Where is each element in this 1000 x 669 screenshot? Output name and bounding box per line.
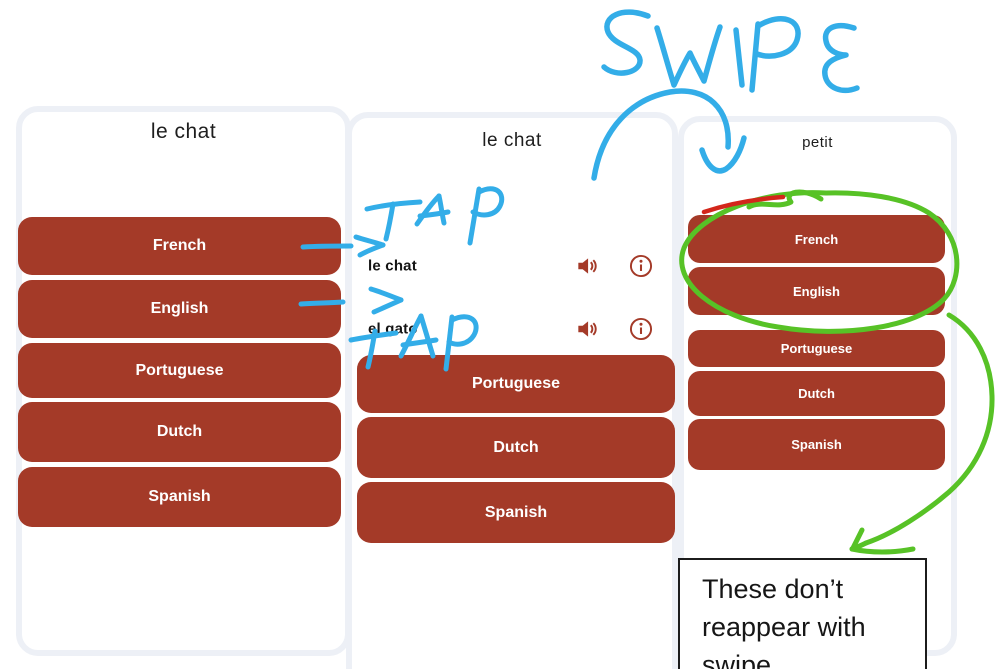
french-button[interactable]: French <box>18 217 341 275</box>
portuguese-button[interactable]: Portuguese <box>688 330 945 367</box>
tap-handwritten-label-top: TAP <box>0 0 1 1</box>
tap-handwritten-label-bottom: TAP <box>0 0 1 1</box>
english-button[interactable]: English <box>18 280 341 338</box>
dutch-button[interactable]: Dutch <box>357 417 675 478</box>
note-box: These don’t reappear with swipe <box>678 558 927 669</box>
note-line: swipe <box>702 650 772 669</box>
note-line: reappear with <box>702 612 866 642</box>
dutch-button[interactable]: Dutch <box>688 371 945 416</box>
note-line: These don’t <box>702 574 844 604</box>
card-title: petit <box>802 134 833 151</box>
info-icon[interactable] <box>628 253 654 279</box>
word-row-el-gato: el gato <box>352 309 672 349</box>
swipe-word-drawing <box>601 9 860 94</box>
card-title: le chat <box>482 130 542 151</box>
word-label: le chat <box>368 257 417 275</box>
spanish-button[interactable]: Spanish <box>357 482 675 543</box>
english-button[interactable]: English <box>688 267 945 315</box>
dutch-button[interactable]: Dutch <box>18 402 341 462</box>
speaker-icon[interactable] <box>574 316 600 342</box>
portuguese-button[interactable]: Portuguese <box>18 343 341 398</box>
spanish-button[interactable]: Spanish <box>18 467 341 527</box>
portuguese-button[interactable]: Portuguese <box>357 355 675 413</box>
spanish-button[interactable]: Spanish <box>688 419 945 470</box>
french-button[interactable]: French <box>688 215 945 263</box>
screen-left-choices: le chat French English Portuguese Dutch … <box>16 106 351 656</box>
card-title: le chat <box>150 120 217 143</box>
word-label: el gato <box>368 320 418 338</box>
info-icon[interactable] <box>628 316 654 342</box>
word-row-le-chat: le chat <box>352 246 672 286</box>
speaker-icon[interactable] <box>574 253 600 279</box>
screen-middle-tapped: le chat le chat el gato <box>346 112 678 669</box>
swipe-handwritten-label: SWIPE <box>0 0 1 1</box>
